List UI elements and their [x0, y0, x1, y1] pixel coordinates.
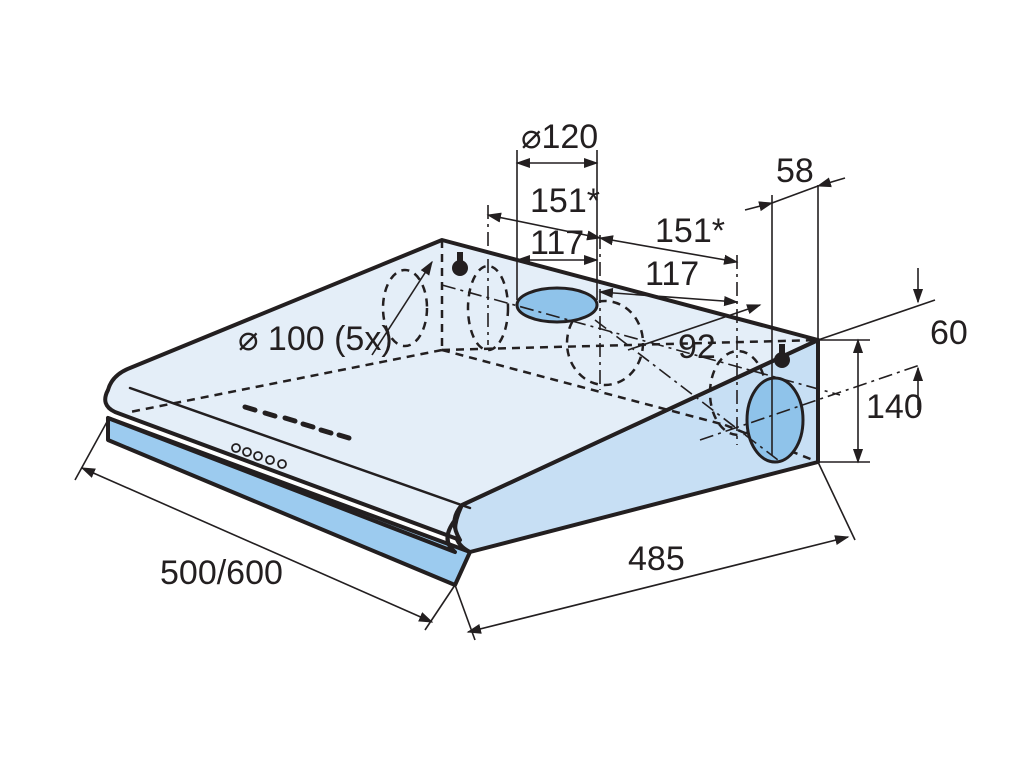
- label-offset-151-right: 151*: [655, 212, 725, 250]
- label-offset-92: 92: [678, 328, 716, 366]
- center-lines: [441, 205, 921, 461]
- mounting-keyholes: [452, 252, 790, 368]
- label-depth-58: 58: [776, 152, 814, 190]
- hidden-edges: [129, 240, 819, 464]
- label-offset-117-left: 117: [530, 224, 584, 262]
- dimension-labels: ⌀120 151* 117 151* 117 58 60 140 92 ⌀ 10…: [160, 118, 968, 592]
- front-edge: [106, 416, 457, 554]
- vent-hole-side: [745, 376, 805, 464]
- label-depth: 485: [628, 540, 685, 578]
- label-height-140: 140: [866, 388, 923, 426]
- label-width: 500/600: [160, 554, 283, 592]
- dimension-lines: [74, 150, 936, 641]
- label-offset-117-right: 117: [645, 255, 699, 293]
- label-height-60: 60: [930, 314, 968, 352]
- controls: [231, 404, 352, 469]
- vent-hole: [381, 268, 429, 348]
- top-outlet: [515, 286, 599, 324]
- vent-hole: [466, 264, 510, 352]
- label-hole-diameter: ⌀ 100 (5x): [238, 320, 393, 358]
- control-slots: [242, 404, 352, 441]
- label-outlet-diameter: ⌀120: [521, 118, 598, 156]
- hood-body: [103, 238, 820, 587]
- label-offset-151-left: 151*: [530, 182, 600, 220]
- top-surface: [103, 238, 820, 542]
